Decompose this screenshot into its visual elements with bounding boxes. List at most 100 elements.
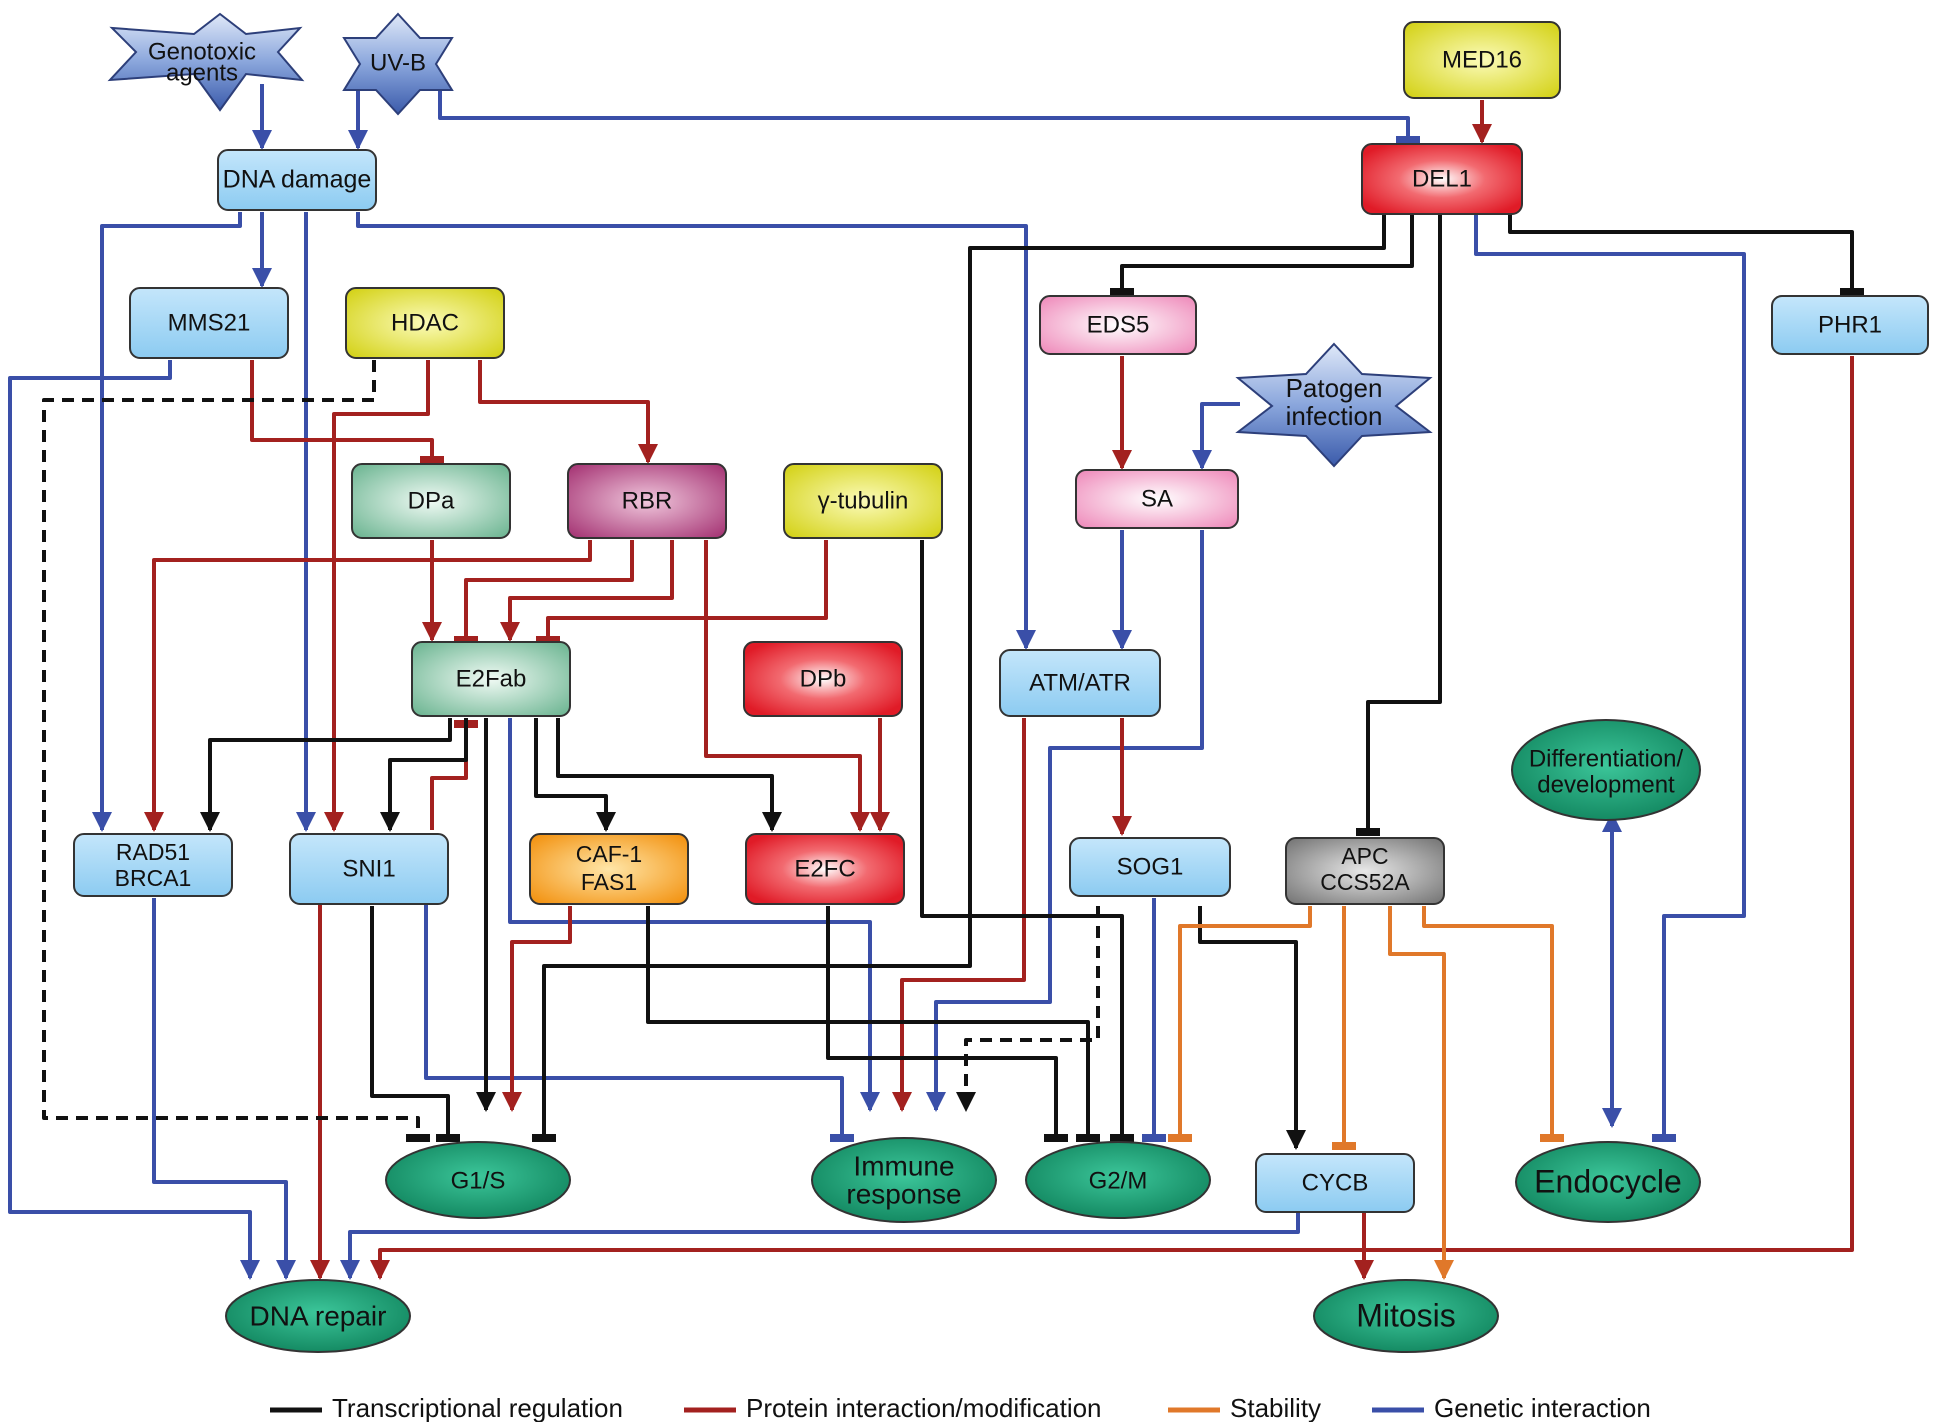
edge-del1-endocycle xyxy=(1474,214,1746,1142)
uvb-label: UV-B xyxy=(370,49,426,76)
med16-label: MED16 xyxy=(1442,46,1522,73)
patogen-label-2: infection xyxy=(1286,401,1383,431)
dna-repair-label: DNA repair xyxy=(250,1300,387,1331)
caf1-fas1-node: CAF-1 FAS1 xyxy=(529,833,689,905)
edge-uvb-del1 xyxy=(438,90,1420,144)
edge-rbr-e2fab-2 xyxy=(500,540,674,642)
edge-mms21-dnarepair xyxy=(8,360,260,1280)
edge-phr1-dnarepair xyxy=(370,356,1854,1280)
edge-e2fc-g2m xyxy=(826,906,1068,1142)
cycb-label: CYCB xyxy=(1302,1169,1369,1196)
mitosis-label: Mitosis xyxy=(1356,1297,1456,1333)
edge-cycb-dnarepair xyxy=(340,1212,1300,1280)
dna-damage-node: DNA damage xyxy=(217,149,377,211)
dpa-node: DPa xyxy=(351,463,511,539)
edge-sni1-immune xyxy=(424,898,854,1142)
mms21-label: MMS21 xyxy=(168,309,251,336)
hdac-label: HDAC xyxy=(391,309,459,336)
sog1-label: SOG1 xyxy=(1117,853,1184,880)
edge-del1-apc xyxy=(1356,214,1442,836)
edge-apc-g2m xyxy=(1168,906,1312,1142)
differentiation-development-ellipse: Differentiation/ development xyxy=(1511,719,1701,821)
legend-item-transcriptional: Transcriptional regulation xyxy=(270,1393,623,1422)
edge-hdac-rbr xyxy=(478,360,658,464)
gamma-tubulin-label: γ-tubulin xyxy=(818,487,909,514)
legend-item-stability: Stability xyxy=(1168,1393,1321,1422)
hdac-node: HDAC xyxy=(345,287,505,359)
edge-mms21-dpa xyxy=(250,360,444,464)
mitosis-ellipse: Mitosis xyxy=(1313,1279,1499,1353)
dna-damage-label: DNA damage xyxy=(223,166,372,194)
legend-item-protein: Protein interaction/modification xyxy=(684,1393,1102,1422)
genotoxic-label-1: Genotoxic xyxy=(148,38,256,65)
immune-label-2: response xyxy=(846,1178,961,1209)
legend-label-stability: Stability xyxy=(1230,1393,1321,1422)
rbr-node: RBR xyxy=(567,463,727,539)
cycb-node: CYCB xyxy=(1255,1153,1415,1213)
endocycle-label: Endocycle xyxy=(1534,1163,1682,1199)
dpa-label: DPa xyxy=(408,487,455,514)
rbr-label: RBR xyxy=(622,487,673,514)
del1-node: DEL1 xyxy=(1361,143,1523,215)
edge-sog1-cycb xyxy=(1198,906,1306,1150)
edge-rbr-e2fab-1 xyxy=(454,540,634,644)
endocycle-ellipse: Endocycle xyxy=(1515,1141,1701,1223)
e2fab-node: E2Fab xyxy=(411,641,571,717)
g1s-label: G1/S xyxy=(451,1167,506,1194)
ccs52a-label: CCS52A xyxy=(1320,869,1410,895)
g1s-ellipse: G1/S xyxy=(385,1141,571,1219)
apc-ccs52a-node: APC CCS52A xyxy=(1285,837,1445,905)
edge-rad51-dnarepair xyxy=(152,898,296,1280)
edge-apc-endocycle xyxy=(1422,906,1564,1142)
edge-rbr-e2fc xyxy=(704,540,870,832)
genotoxic-agents-star: Genotoxic agents xyxy=(107,12,305,112)
e2fab-label: E2Fab xyxy=(456,665,527,692)
sa-label: SA xyxy=(1141,485,1173,512)
patogen-label-1: Patogen xyxy=(1286,373,1383,403)
g2m-label: G2/M xyxy=(1089,1167,1148,1194)
edge-del1-phr1 xyxy=(1508,214,1864,296)
edge-dnadamage-rad51 xyxy=(92,212,242,832)
edge-dnadamage-atm xyxy=(356,212,1036,650)
edge-patogen-sa xyxy=(1192,402,1240,470)
patogen-infection-star: Patogen infection xyxy=(1235,342,1433,468)
gamma-tubulin-node: γ-tubulin xyxy=(783,463,943,539)
edge-apc-mitosis xyxy=(1388,906,1454,1280)
mms21-node: MMS21 xyxy=(129,287,289,359)
med16-node: MED16 xyxy=(1403,21,1561,99)
edge-gtub-g2m xyxy=(920,540,1134,1142)
dpb-node: DPb xyxy=(743,641,903,717)
edge-rbr-rad51 xyxy=(144,540,592,832)
brca1-label: BRCA1 xyxy=(115,865,192,891)
edge-e2fab-immune xyxy=(508,718,880,1112)
edge-sni1-g1s xyxy=(370,906,460,1142)
eds5-label: EDS5 xyxy=(1087,311,1150,338)
immune-label-1: Immune xyxy=(853,1150,954,1181)
phr1-node: PHR1 xyxy=(1771,295,1929,355)
edge-e2fab-e2fc xyxy=(556,718,782,832)
dpb-label: DPb xyxy=(800,665,847,692)
edge-e2fab-sni1 xyxy=(380,718,468,832)
diff-label-2: development xyxy=(1537,771,1675,798)
caf1-label: CAF-1 xyxy=(576,841,642,867)
uvb-star: UV-B xyxy=(342,12,454,116)
sni1-node: SNI1 xyxy=(289,833,449,905)
genotoxic-label-2: agents xyxy=(166,59,238,86)
diff-label-1: Differentiation/ xyxy=(1529,745,1684,772)
sni1-label: SNI1 xyxy=(342,855,395,882)
eds5-node: EDS5 xyxy=(1039,295,1197,355)
legend: Transcriptional regulation Protein inter… xyxy=(270,1393,1651,1422)
legend-label-genetic: Genetic interaction xyxy=(1434,1393,1651,1422)
atm-atr-node: ATM/ATR xyxy=(999,649,1161,717)
dna-repair-ellipse: DNA repair xyxy=(225,1279,411,1353)
legend-item-genetic: Genetic interaction xyxy=(1372,1393,1651,1422)
rad51-brca1-node: RAD51 BRCA1 xyxy=(73,833,233,897)
edge-gtub-e2fab xyxy=(536,540,828,644)
sog1-node: SOG1 xyxy=(1069,837,1231,897)
edge-sog1-immune-dashed xyxy=(956,906,1100,1112)
edge-del1-eds5 xyxy=(1110,214,1414,296)
immune-response-ellipse: Immune response xyxy=(811,1137,997,1223)
fas1-label: FAS1 xyxy=(581,869,637,895)
rad51-label: RAD51 xyxy=(116,839,190,865)
